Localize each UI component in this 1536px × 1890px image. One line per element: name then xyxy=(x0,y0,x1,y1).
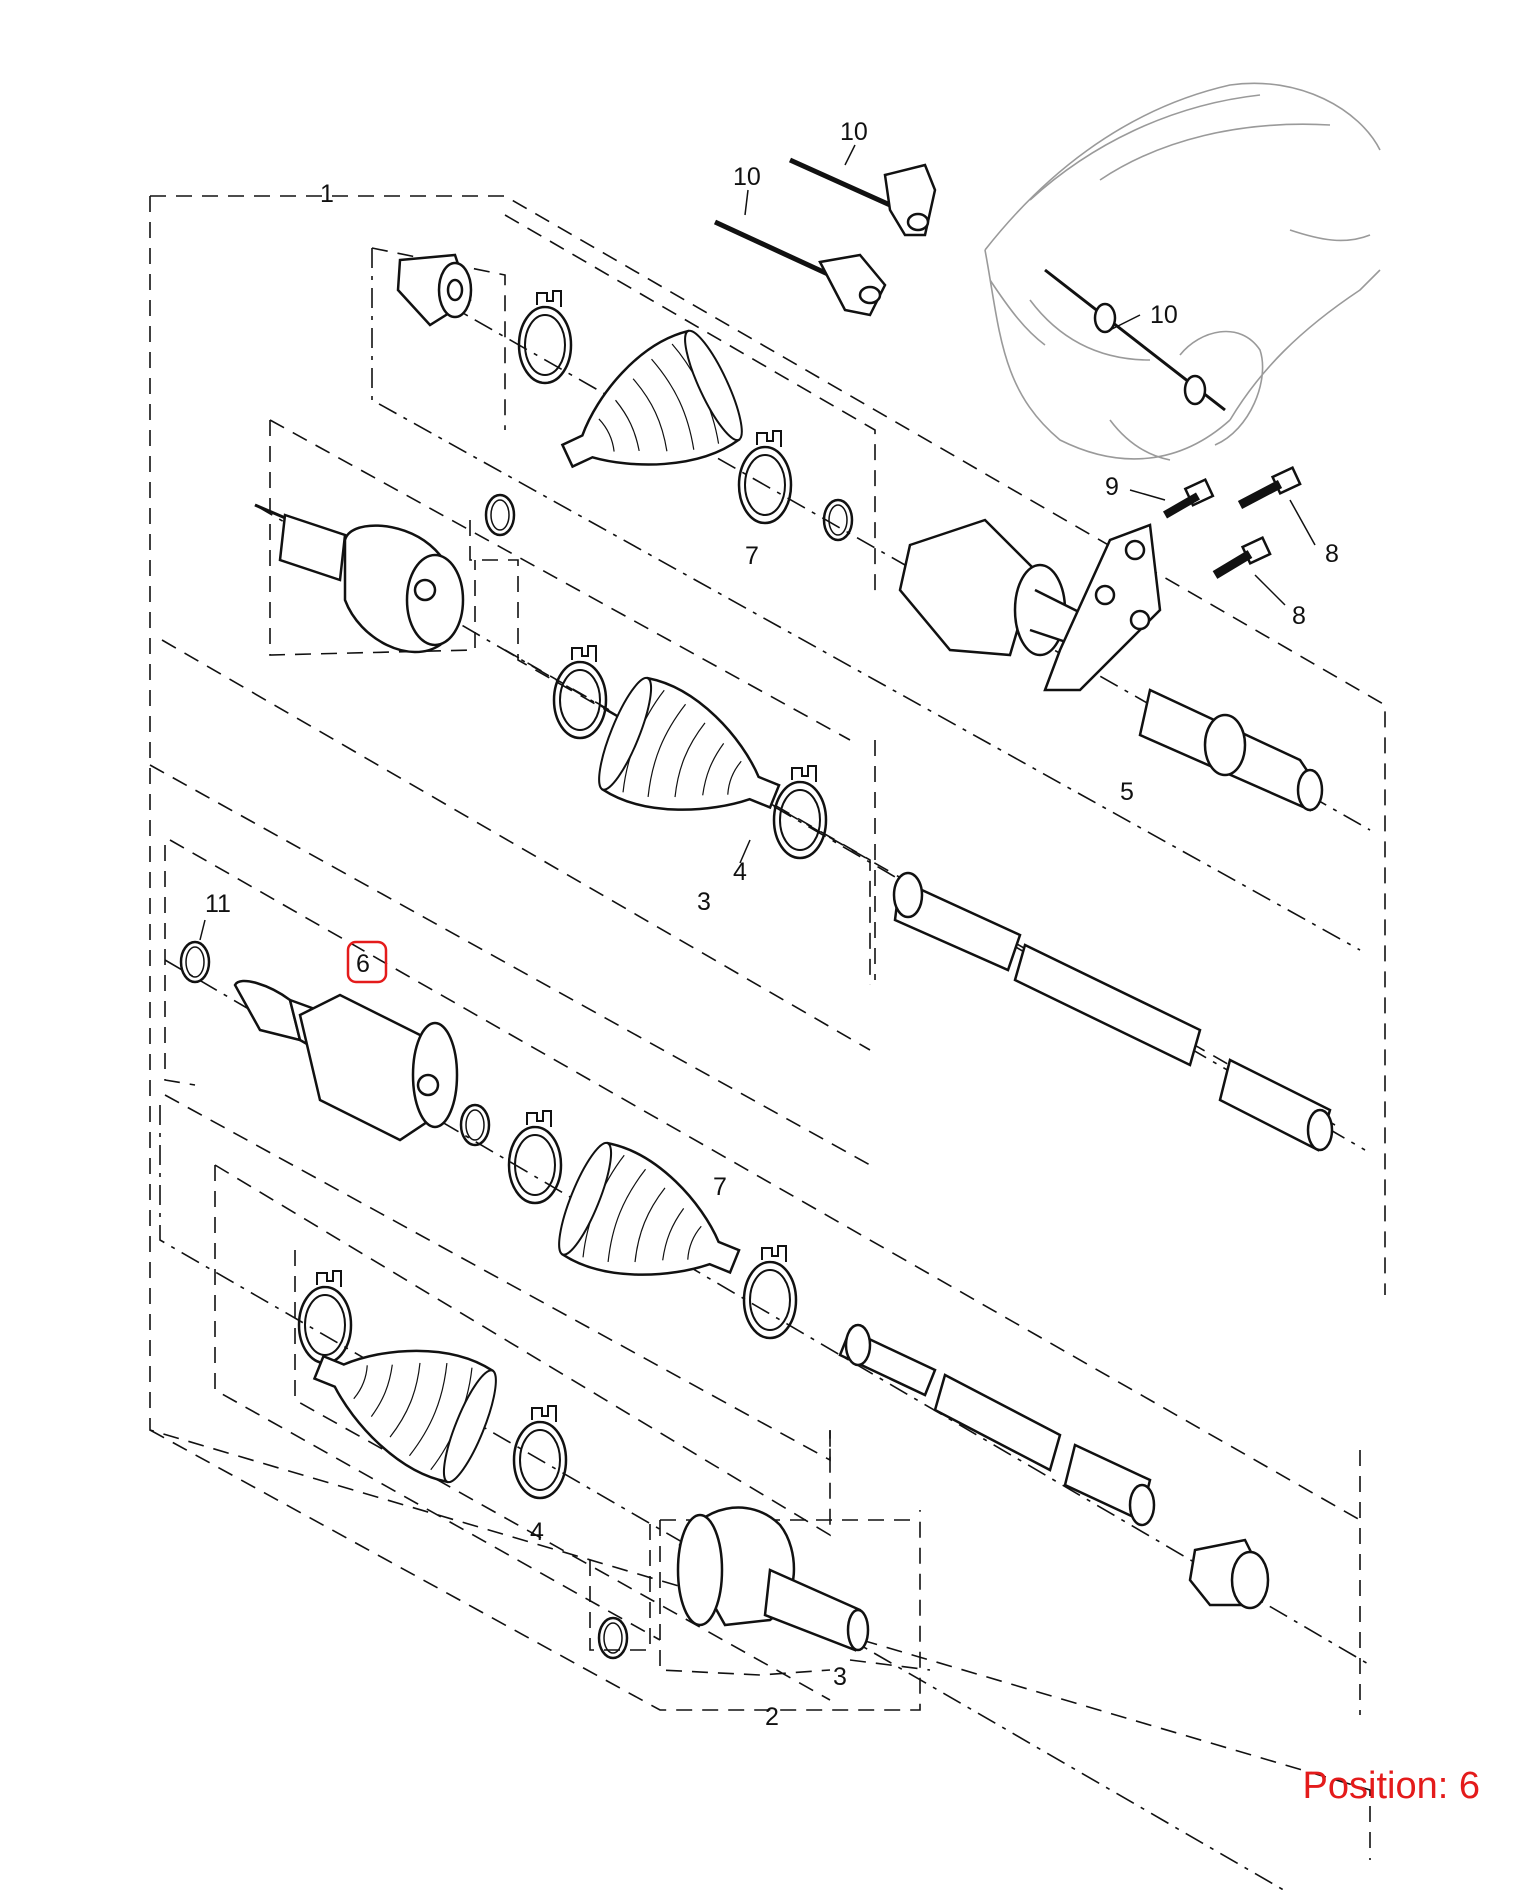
label-6: 6 xyxy=(356,950,370,978)
label-2: 2 xyxy=(765,1703,779,1731)
label-10-upper: 10 xyxy=(840,118,868,146)
axle-shaft-lower xyxy=(838,1323,1156,1527)
outer-boot-bottom xyxy=(295,1306,508,1491)
bolt-item-9 xyxy=(1163,477,1215,519)
label-4-lower: 4 xyxy=(530,1518,544,1546)
label-8-upper: 8 xyxy=(1325,540,1339,568)
intermediate-shaft-top xyxy=(1138,688,1324,812)
inner-boot-mid xyxy=(587,669,800,854)
label-3-upper: 3 xyxy=(697,888,711,916)
label-5: 5 xyxy=(1120,778,1134,806)
label-8-lower: 8 xyxy=(1292,602,1306,630)
outer-cv-joint-upper xyxy=(254,503,465,654)
label-3-lower: 3 xyxy=(833,1663,847,1691)
bolt-item-8-lower xyxy=(1212,536,1272,579)
outer-boot-top xyxy=(539,322,754,512)
shaft-assembly-bottom xyxy=(179,940,1270,1660)
driveshaft-item-10-upper xyxy=(788,157,937,237)
boot-lower-mid xyxy=(547,1134,760,1319)
label-7-upper: 7 xyxy=(745,542,759,570)
label-10-lower: 10 xyxy=(733,163,761,191)
label-7-lower: 7 xyxy=(713,1173,727,1201)
tripod-housing-top xyxy=(898,518,1162,692)
bearing-sleeve-top xyxy=(396,253,473,327)
shaft-assembly-top xyxy=(254,157,1334,1152)
label-11: 11 xyxy=(205,890,231,918)
callout-labels: 1 10 10 10 9 8 8 7 5 4 3 11 7 4 3 2 6 xyxy=(199,118,1339,1731)
label-9: 9 xyxy=(1105,473,1119,501)
label-4-upper: 4 xyxy=(733,858,747,886)
driveshaft-item-10-car xyxy=(1044,268,1226,412)
bearing-sleeve-bottom xyxy=(1188,1538,1270,1610)
driveshaft-item-10-lower xyxy=(713,219,887,317)
position-indicator: Position: 6 xyxy=(1302,1765,1480,1807)
bolt-item-8-upper xyxy=(1237,466,1302,509)
label-1: 1 xyxy=(320,180,334,208)
label-10-car: 10 xyxy=(1150,301,1178,329)
axle-shaft-mid xyxy=(892,871,1334,1152)
vehicle-outline xyxy=(984,82,1381,461)
highlight-box-6 xyxy=(346,940,388,984)
outer-cv-joint-bottom xyxy=(676,1506,870,1652)
inner-joint-item-6 xyxy=(233,979,459,1142)
